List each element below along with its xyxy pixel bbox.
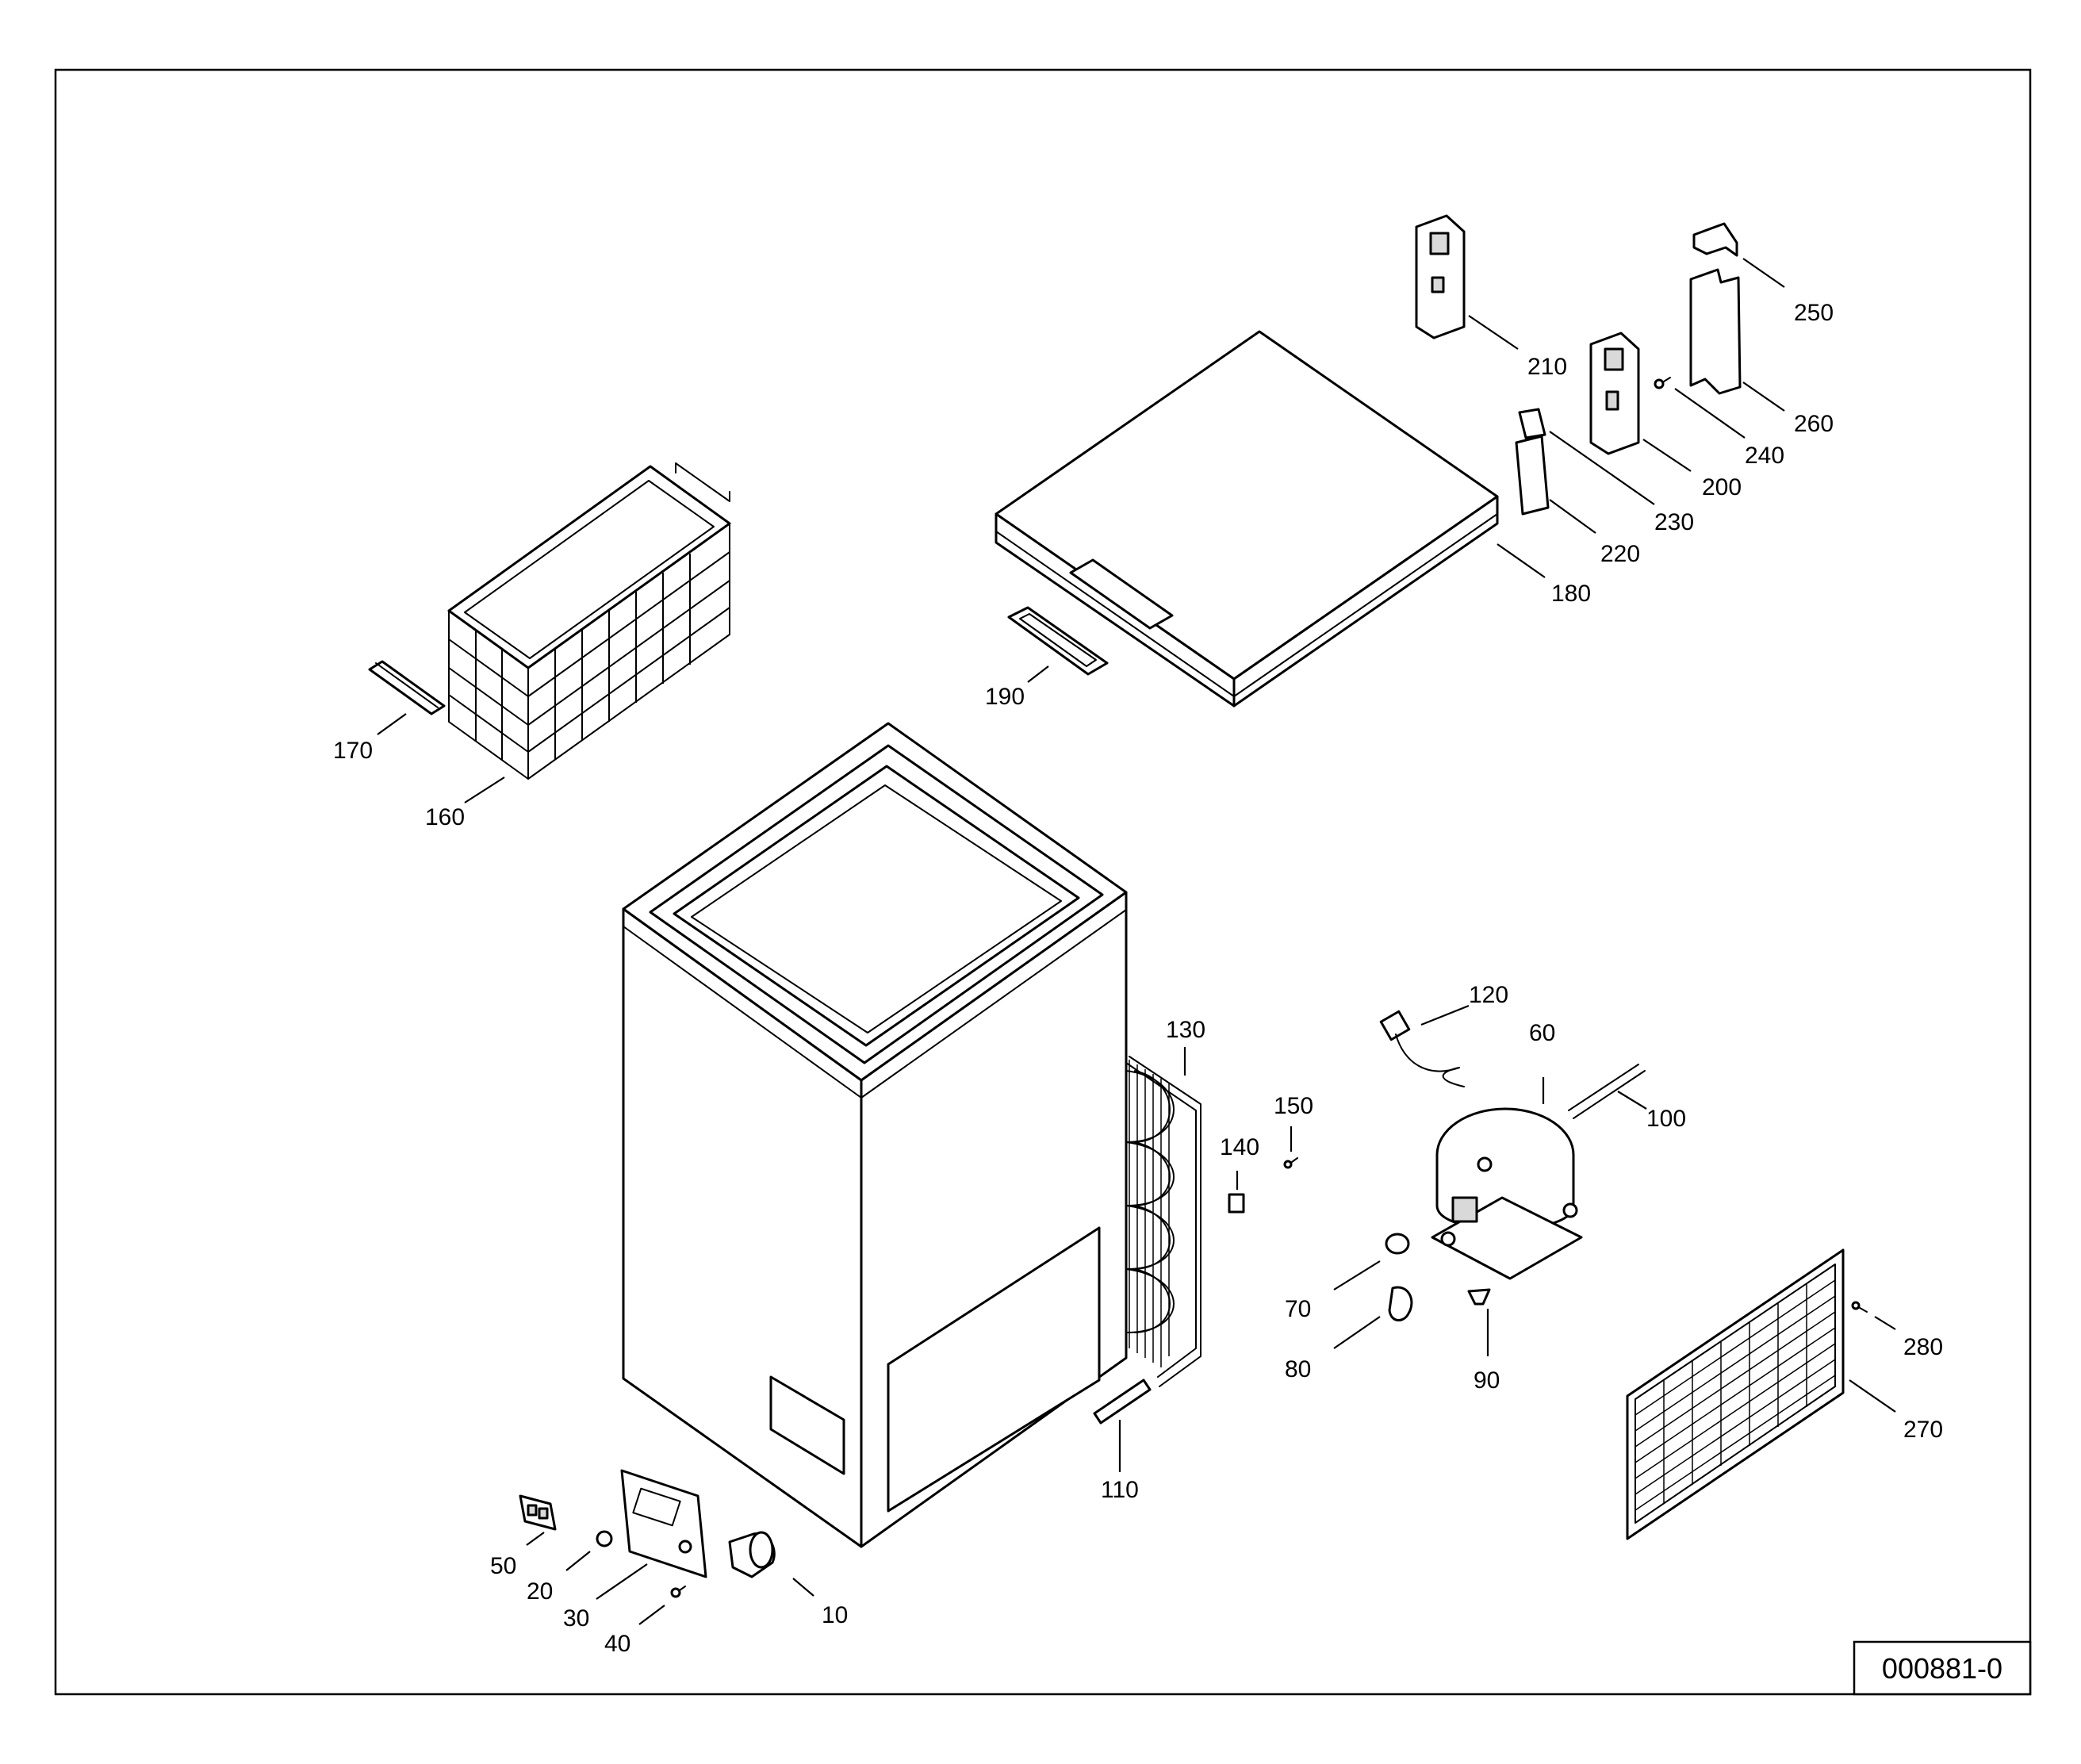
callout-250: 250 bbox=[1794, 300, 1834, 326]
leader-180 bbox=[1497, 543, 1546, 578]
screw-40 bbox=[670, 1586, 686, 1598]
leader-70 bbox=[1333, 1260, 1381, 1290]
callout-130: 130 bbox=[1166, 1017, 1205, 1043]
callout-90: 90 bbox=[1474, 1367, 1500, 1394]
hinge-cover-250 bbox=[1692, 222, 1738, 257]
callout-60: 60 bbox=[1529, 1020, 1555, 1046]
leader-100 bbox=[1617, 1091, 1647, 1110]
leader-280 bbox=[1874, 1316, 1896, 1330]
condenser-coil bbox=[1125, 1056, 1201, 1387]
leader-80 bbox=[1333, 1316, 1381, 1349]
leader-190 bbox=[1027, 665, 1049, 683]
drier-tube bbox=[1093, 1379, 1152, 1425]
hinge-plate-230 bbox=[1518, 408, 1546, 439]
control-panel-30 bbox=[620, 1469, 707, 1578]
compressor bbox=[1431, 1064, 1646, 1280]
leader-260 bbox=[1742, 382, 1785, 412]
callout-80: 80 bbox=[1285, 1356, 1311, 1382]
callout-260: 260 bbox=[1794, 411, 1834, 437]
leader-200 bbox=[1642, 439, 1692, 472]
leader-40 bbox=[638, 1605, 665, 1625]
callout-220: 220 bbox=[1600, 541, 1640, 567]
freezer-lid bbox=[995, 330, 1499, 708]
lid-handle bbox=[1007, 606, 1109, 676]
drawing-frame bbox=[54, 68, 2032, 1696]
clip-140 bbox=[1228, 1193, 1245, 1214]
leader-20 bbox=[565, 1551, 591, 1571]
drawing-number: 000881-0 bbox=[1882, 1652, 2002, 1685]
callout-230: 230 bbox=[1654, 509, 1694, 535]
callout-100: 100 bbox=[1646, 1106, 1686, 1132]
callout-70: 70 bbox=[1285, 1296, 1311, 1322]
callout-110: 110 bbox=[1101, 1477, 1139, 1503]
callout-280: 280 bbox=[1903, 1334, 1943, 1360]
callout-30: 30 bbox=[563, 1605, 589, 1632]
callout-240: 240 bbox=[1745, 443, 1784, 469]
drawing-number-box: 000881-0 bbox=[1853, 1640, 2032, 1696]
leader-lines bbox=[377, 258, 1896, 1625]
hinge-200 bbox=[1589, 332, 1640, 455]
callout-40: 40 bbox=[604, 1631, 630, 1657]
callout-160: 160 bbox=[425, 804, 465, 830]
screw-240 bbox=[1654, 377, 1671, 389]
leader-220 bbox=[1549, 499, 1596, 534]
foot-90 bbox=[1467, 1288, 1491, 1306]
callout-190: 190 bbox=[985, 684, 1025, 710]
callout-labels: 10 20 30 40 50 60 70 80 90 100 110 120 1… bbox=[333, 300, 1943, 1657]
screw-280 bbox=[1851, 1301, 1868, 1313]
leader-240 bbox=[1674, 388, 1746, 439]
callout-180: 180 bbox=[1551, 581, 1591, 607]
wire-basket bbox=[447, 462, 731, 780]
hinge-plate-220 bbox=[1515, 435, 1550, 516]
callout-170: 170 bbox=[333, 738, 373, 764]
callout-50: 50 bbox=[490, 1553, 516, 1579]
leader-170 bbox=[377, 713, 407, 735]
thermostat-10 bbox=[728, 1531, 776, 1578]
hinge-cover-260 bbox=[1689, 268, 1742, 395]
leader-160 bbox=[464, 777, 505, 803]
clip-80 bbox=[1388, 1286, 1413, 1321]
callout-210: 210 bbox=[1527, 354, 1567, 380]
leader-10 bbox=[792, 1578, 814, 1597]
basket-handle bbox=[368, 660, 446, 715]
power-cord bbox=[1379, 1010, 1465, 1087]
callout-150: 150 bbox=[1274, 1093, 1313, 1119]
freezer-cabinet bbox=[622, 722, 1128, 1548]
knob-20 bbox=[596, 1530, 613, 1547]
leader-270 bbox=[1849, 1379, 1896, 1413]
callout-270: 270 bbox=[1903, 1417, 1943, 1443]
leader-30 bbox=[596, 1563, 648, 1600]
callout-10: 10 bbox=[822, 1602, 848, 1628]
callout-20: 20 bbox=[527, 1578, 553, 1605]
leader-210 bbox=[1468, 315, 1519, 350]
grommet-70 bbox=[1385, 1233, 1410, 1255]
hinge-210 bbox=[1415, 214, 1466, 339]
callout-140: 140 bbox=[1220, 1134, 1259, 1160]
leader-250 bbox=[1742, 258, 1785, 288]
rear-grille bbox=[1626, 1248, 1845, 1540]
callout-120: 120 bbox=[1469, 982, 1508, 1008]
leader-50 bbox=[526, 1532, 545, 1546]
screw-150 bbox=[1283, 1157, 1298, 1169]
leader-230 bbox=[1549, 431, 1655, 505]
callout-200: 200 bbox=[1702, 474, 1742, 500]
leader-120 bbox=[1420, 1004, 1470, 1026]
indicator-lights-50 bbox=[519, 1494, 557, 1531]
